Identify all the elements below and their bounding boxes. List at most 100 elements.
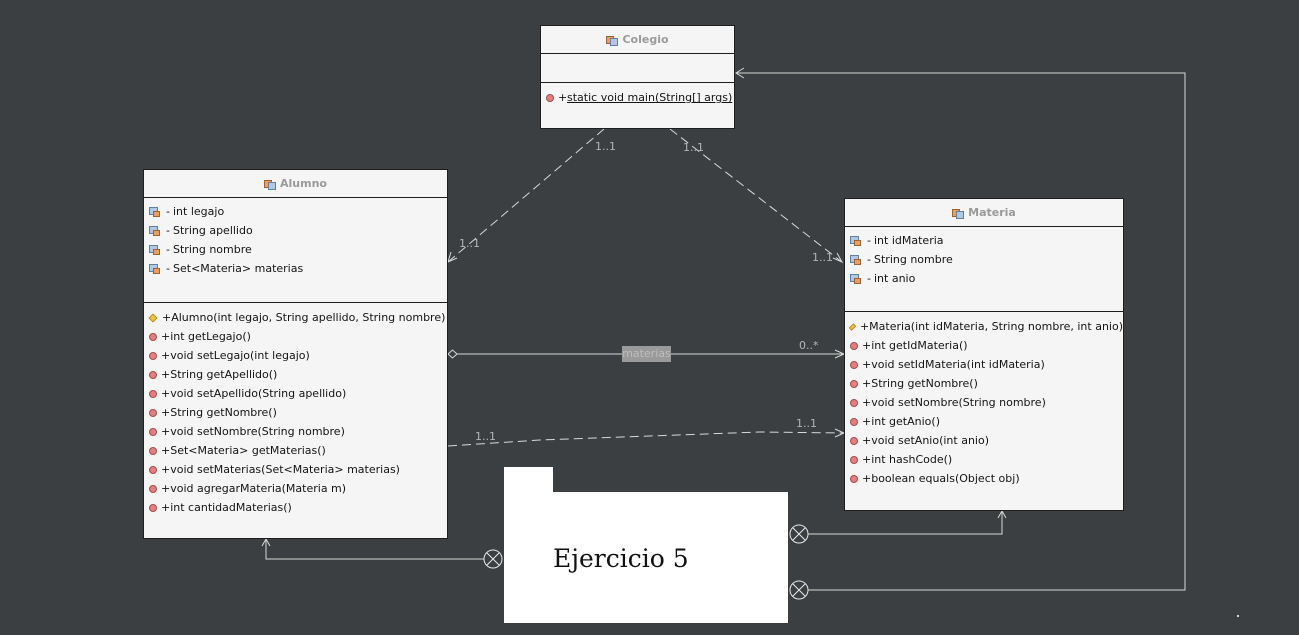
aggregation-diamond <box>447 349 458 359</box>
visibility: + <box>161 349 171 362</box>
method-row[interactable]: +int getAnio() <box>850 412 1123 431</box>
method-icon <box>850 360 858 369</box>
visibility: + <box>161 368 171 381</box>
attribute-signature: int anio <box>874 272 916 285</box>
visibility: + <box>862 434 872 447</box>
method-row[interactable]: +void setMaterias(Set<Materia> materias) <box>149 460 447 479</box>
constructor-icon <box>848 322 857 331</box>
method-icon <box>149 351 157 360</box>
static-method-icon <box>546 93 554 102</box>
constructor-row[interactable]: +Alumno(int legajo, String apellido, Str… <box>148 308 447 327</box>
method-signature: int cantidadMaterias() <box>170 501 292 514</box>
method-row[interactable]: +int hashCode() <box>850 450 1123 469</box>
method-icon <box>850 436 858 445</box>
class-alumno[interactable]: Alumno -int legajo -String apellido -Str… <box>143 169 448 539</box>
attribute-signature: String nombre <box>874 253 953 266</box>
method-row[interactable]: +int getIdMateria() <box>850 336 1123 355</box>
visibility: - <box>867 272 871 285</box>
methods-section: +Alumno(int legajo, String apellido, Str… <box>144 303 447 517</box>
visibility: + <box>859 320 870 333</box>
field-icon <box>149 225 160 236</box>
attribute-row[interactable]: -int legajo <box>149 202 447 221</box>
method-icon <box>149 503 157 512</box>
method-row[interactable]: +int getLegajo() <box>149 327 447 346</box>
class-name: Colegio <box>622 33 669 46</box>
attribute-row[interactable]: -String nombre <box>149 240 447 259</box>
visibility: + <box>161 406 171 419</box>
method-signature: int getLegajo() <box>170 330 251 343</box>
visibility: + <box>161 387 171 400</box>
arrowhead-note-materia <box>997 509 1007 519</box>
method-icon <box>850 474 858 483</box>
method-signature: String getNombre() <box>170 406 277 419</box>
visibility: - <box>166 262 170 275</box>
method-row[interactable]: +int cantidadMaterias() <box>149 498 447 517</box>
class-materia[interactable]: Materia -int idMateria -String nombre -i… <box>844 198 1124 511</box>
attribute-row[interactable]: -String nombre <box>850 250 1123 269</box>
method-signature: int getIdMateria() <box>871 339 968 352</box>
class-header: Materia <box>845 199 1123 227</box>
method-icon <box>149 446 157 455</box>
arrowhead-assoc <box>834 349 846 359</box>
visibility: + <box>161 501 171 514</box>
method-signature: Materia(int idMateria, String nombre, in… <box>869 320 1123 333</box>
constructor-row[interactable]: +Materia(int idMateria, String nombre, i… <box>848 317 1123 336</box>
method-signature: void setNombre(String nombre) <box>871 396 1046 409</box>
visibility: + <box>862 358 872 371</box>
field-icon <box>850 273 861 284</box>
attribute-row[interactable]: -int anio <box>850 269 1123 288</box>
method-row[interactable]: +String getNombre() <box>149 403 447 422</box>
visibility: + <box>162 311 172 324</box>
method-row[interactable]: + static void main(String[] args) <box>546 88 734 107</box>
attribute-row[interactable]: -int idMateria <box>850 231 1123 250</box>
attributes-section <box>541 54 734 83</box>
visibility: + <box>161 425 171 438</box>
method-row[interactable]: +Set<Materia> getMaterias() <box>149 441 447 460</box>
visibility: + <box>161 482 171 495</box>
method-icon <box>850 398 858 407</box>
class-header: Alumno <box>144 170 447 198</box>
class-header: Colegio <box>541 26 734 54</box>
package-note[interactable] <box>504 492 788 623</box>
method-row[interactable]: +void setNombre(String nombre) <box>850 393 1123 412</box>
attributes-section: -int idMateria -String nombre -int anio <box>845 227 1123 312</box>
multiplicity-colegio-materia-src: 1..1 <box>683 141 704 154</box>
stray-dot <box>1237 615 1239 617</box>
method-row[interactable]: +String getNombre() <box>850 374 1123 393</box>
method-row[interactable]: +void setLegajo(int legajo) <box>149 346 447 365</box>
circle-x-marker-alumno <box>483 549 503 569</box>
visibility: + <box>862 415 872 428</box>
method-row[interactable]: +void agregarMateria(Materia m) <box>149 479 447 498</box>
method-icon <box>149 465 157 474</box>
method-icon <box>149 389 157 398</box>
method-row[interactable]: +boolean equals(Object obj) <box>850 469 1123 488</box>
visibility: - <box>166 205 170 218</box>
constructor-icon <box>148 312 158 323</box>
multiplicity-colegio-alumno-src: 1..1 <box>595 140 616 153</box>
method-row[interactable]: +void setIdMateria(int idMateria) <box>850 355 1123 374</box>
attributes-section: -int legajo -String apellido -String nom… <box>144 198 447 303</box>
method-signature: static void main(String[] args) <box>567 91 733 104</box>
method-row[interactable]: +void setNombre(String nombre) <box>149 422 447 441</box>
method-row[interactable]: +void setApellido(String apellido) <box>149 384 447 403</box>
method-signature: int getAnio() <box>871 415 940 428</box>
visibility: - <box>867 234 871 247</box>
attribute-row[interactable]: -Set<Materia> materias <box>149 259 447 278</box>
class-colegio[interactable]: Colegio + static void main(String[] args… <box>540 25 735 129</box>
multiplicity-colegio-materia-dst: 1..1 <box>812 251 833 264</box>
method-row[interactable]: +void setAnio(int anio) <box>850 431 1123 450</box>
attribute-row[interactable]: -String apellido <box>149 221 447 240</box>
arrowhead-note-alumno <box>261 537 271 547</box>
visibility: - <box>867 253 871 266</box>
arrowhead-materia-top <box>832 252 844 264</box>
visibility: + <box>862 339 872 352</box>
attribute-signature: String apellido <box>173 224 253 237</box>
circle-x-marker-materia <box>789 524 809 544</box>
visibility: + <box>862 396 872 409</box>
field-icon <box>149 244 160 255</box>
association-label[interactable]: materias <box>622 346 671 362</box>
class-icon <box>952 208 965 219</box>
method-signature: Set<Materia> getMaterias() <box>170 444 326 457</box>
class-name: Materia <box>968 206 1016 219</box>
method-row[interactable]: +String getApellido() <box>149 365 447 384</box>
